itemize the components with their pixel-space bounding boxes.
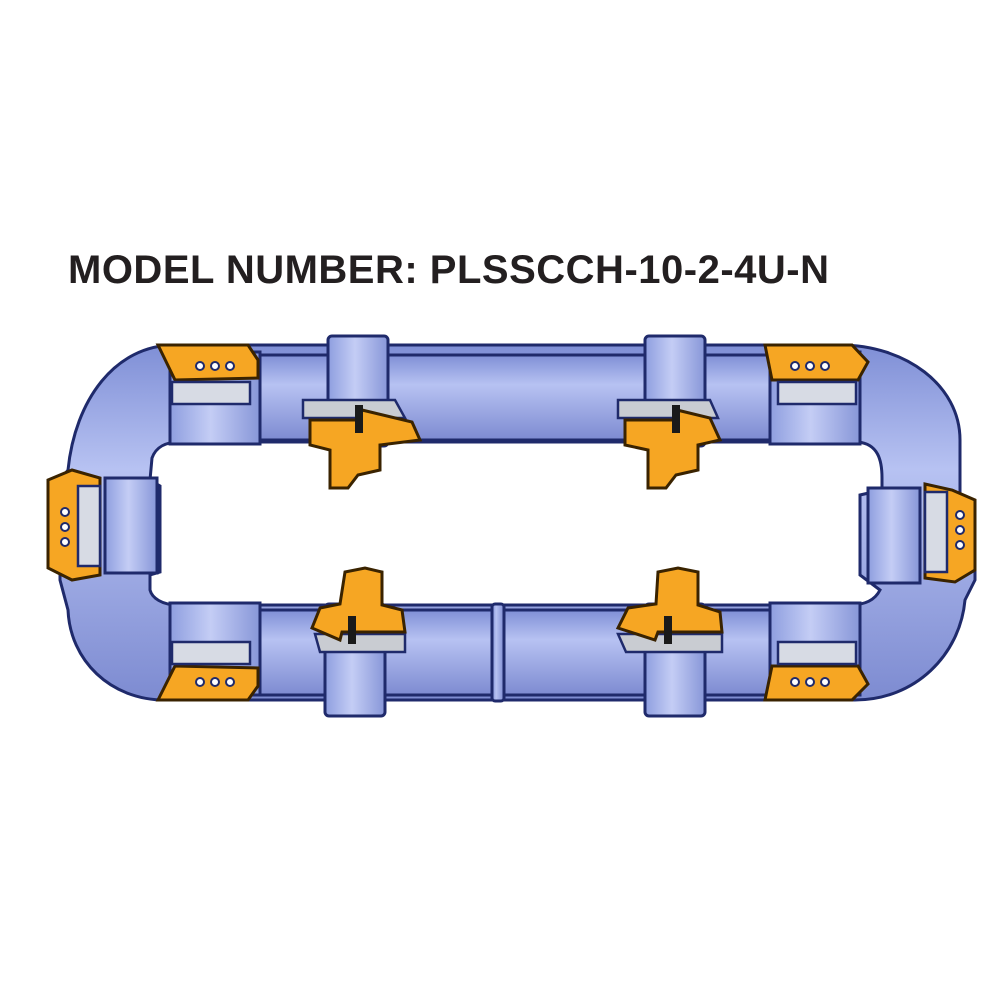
elbow-coupling-top-left: [155, 343, 262, 446]
elbow-coupling-bottom-left: [155, 601, 262, 702]
center-coupling-ring: [490, 602, 506, 703]
loop-inner-opening: [148, 440, 884, 607]
half-clamp-top-right: [616, 334, 723, 490]
elbow-coupling-top-right: [763, 343, 870, 446]
side-coupling-right: [866, 482, 977, 585]
half-clamp-top-left: [301, 334, 423, 490]
half-clamp-bottom-right: [615, 566, 724, 718]
model-number-title: MODEL NUMBER: PLSSCCH-10-2-4U-N: [68, 248, 830, 292]
half-clamp-bottom-left: [310, 566, 407, 718]
side-coupling-left: [46, 468, 159, 582]
elbow-coupling-bottom-right: [763, 601, 870, 702]
